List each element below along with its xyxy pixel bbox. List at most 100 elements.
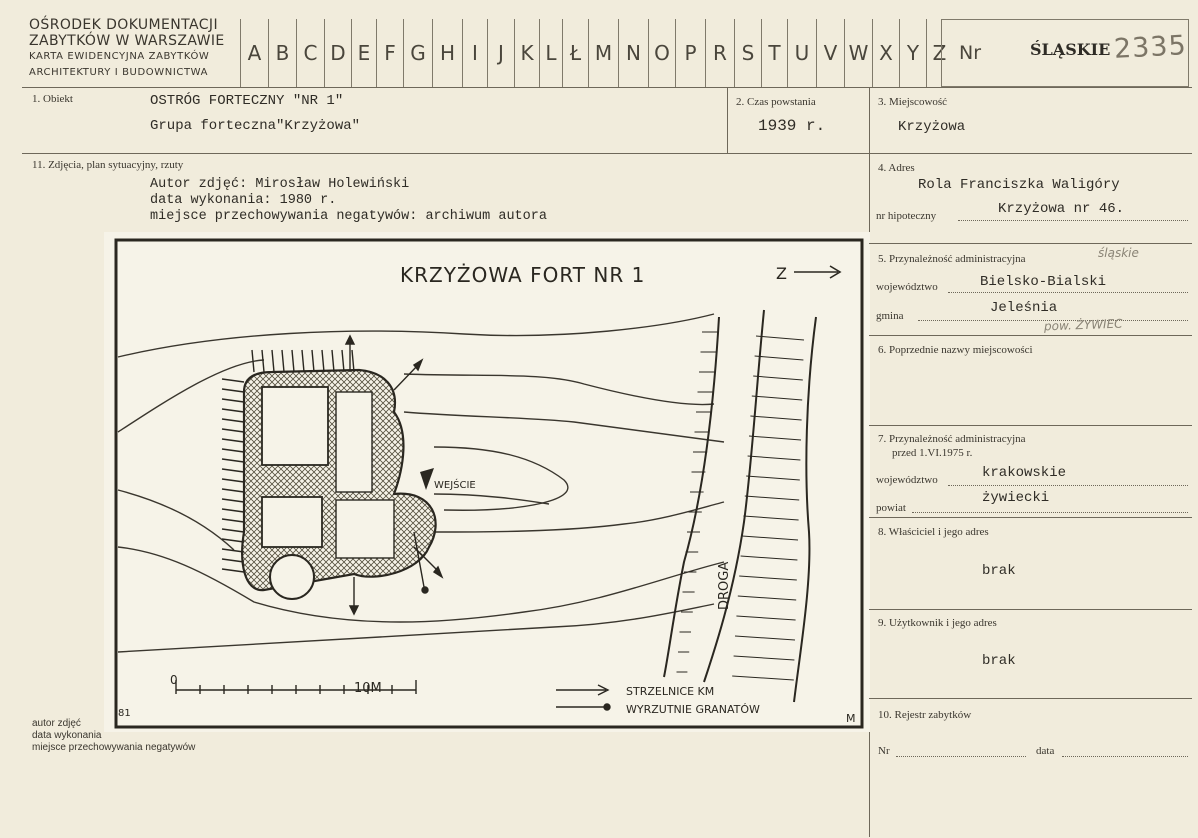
scale-bar <box>175 680 417 694</box>
index-letter: D <box>324 19 351 87</box>
powiat-value: żywiecki <box>982 490 1050 506</box>
czas-value: 1939 r. <box>758 117 826 135</box>
index-letter: H <box>432 19 462 87</box>
entrance-marker <box>420 468 434 490</box>
card-number: 2335 <box>1113 30 1188 65</box>
index-letter: Ł <box>562 19 588 87</box>
institution-line-2: ZABYTKÓW W WARSZAWIE <box>29 33 225 49</box>
adres-label: 4. Adres <box>878 162 915 174</box>
entrance-label: WEJŚCIE <box>434 478 476 491</box>
index-letter: G <box>403 19 432 87</box>
index-letter: P <box>675 19 705 87</box>
scale-label: 10M <box>354 681 382 696</box>
index-letter: C <box>296 19 324 87</box>
miejscowosc-value: Krzyżowa <box>898 119 966 135</box>
index-letter: B <box>268 19 296 87</box>
adres-line2: Krzyżowa nr 46. <box>998 201 1125 217</box>
fort-plan-svg: WEJŚCIE KRZYŻOWA FORT NR 1 Z DROGA 0 10M <box>104 232 870 732</box>
gmina-value: Jeleśnia <box>990 300 1058 316</box>
przed1975-date: przed 1.VI.1975 r. <box>892 447 973 459</box>
powiat-label: powiat <box>876 502 906 514</box>
nr-box: Nr ŚLĄSKIE 2335 <box>941 19 1189 87</box>
section11-label: 11. Zdjęcia, plan sytuacyjny, rzuty <box>32 159 184 171</box>
fort-spikes <box>221 349 355 573</box>
fort-plan: WEJŚCIE KRZYŻOWA FORT NR 1 Z DROGA 0 10M <box>104 232 870 732</box>
index-letter: N <box>618 19 648 87</box>
obiekt-label: 1. Obiekt <box>32 93 73 105</box>
czas-label: 2. Czas powstania <box>736 96 816 108</box>
legend-firing-ports: STRZELNICE KM <box>626 685 714 698</box>
przed1975-woj-value: krakowskie <box>982 465 1067 481</box>
handwritten-slaskie: śląskie <box>1098 246 1139 260</box>
institution-line-4: ARCHITEKTURY I BUDOWNICTWA <box>29 67 209 78</box>
index-letter: S <box>734 19 761 87</box>
institution-line-3: KARTA EWIDENCYJNA ZABYTKÓW <box>29 51 210 62</box>
plan-title: KRZYŻOWA FORT NR 1 <box>400 263 645 287</box>
index-letter: K <box>514 19 539 87</box>
przed1975-woj-label: województwo <box>876 474 938 486</box>
firing-arrows <box>344 334 444 616</box>
wojewodztwo-label: województwo <box>876 281 938 293</box>
index-letter: T <box>761 19 787 87</box>
index-letter: E <box>351 19 376 87</box>
photo-date: data wykonania: 1980 r. <box>150 193 337 208</box>
nr-label: Nr <box>959 42 982 64</box>
poprzednie-label: 6. Poprzednie nazwy miejscowości <box>878 344 1033 356</box>
index-letter: A <box>240 19 268 87</box>
index-letter: Z <box>926 19 952 87</box>
index-letter: X <box>872 19 899 87</box>
north-symbol: Z <box>776 264 787 283</box>
legend-symbols <box>556 684 611 711</box>
index-letter: Y <box>899 19 926 87</box>
footer-photo-date: data wykonania <box>32 730 102 741</box>
institution-line-1: OŚRODEK DOKUMENTACJI <box>29 17 218 33</box>
index-letter: V <box>816 19 844 87</box>
scale-zero: 0 <box>170 673 178 687</box>
przynaleznosc-label: 5. Przynależność administracyjna <box>878 253 1026 265</box>
index-letter: U <box>787 19 816 87</box>
index-letter: I <box>462 19 487 87</box>
przed1975-label: 7. Przynależność administracyjna <box>878 433 1026 445</box>
wlasciciel-value: brak <box>982 563 1016 579</box>
rejestr-nr-label: Nr <box>878 745 890 757</box>
wojewodztwo-value: Bielsko-Bialski <box>980 274 1107 290</box>
adres-line1: Rola Franciszka Waligóry <box>918 177 1120 193</box>
road-hatching <box>676 331 805 681</box>
index-letter: M <box>588 19 618 87</box>
rejestr-label: 10. Rejestr zabytków <box>878 709 972 721</box>
uzytkownik-label: 9. Użytkownik i jego adres <box>878 617 997 629</box>
plan-frame <box>114 238 864 729</box>
road <box>663 309 817 703</box>
contour-lines <box>117 313 725 653</box>
index-letter: J <box>487 19 514 87</box>
region-label: ŚLĄSKIE <box>1030 40 1111 59</box>
institution-block: OŚRODEK DOKUMENTACJI ZABYTKÓW W WARSZAWI… <box>29 17 225 81</box>
corner-mark-right: M <box>846 712 856 725</box>
footer-photo-author: autor zdjęć <box>32 718 81 729</box>
corner-mark-left: 81 <box>118 708 131 719</box>
fort-structure <box>241 368 437 600</box>
rejestr-data-label: data <box>1036 745 1055 757</box>
index-letter: F <box>376 19 403 87</box>
index-letter: W <box>844 19 872 87</box>
plan-background <box>104 232 870 732</box>
wlasciciel-label: 8. Właściciel i jego adres <box>878 526 989 538</box>
obiekt-group: Grupa forteczna"Krzyżowa" <box>150 118 361 134</box>
north-arrow <box>794 265 842 279</box>
hipoteczny-label: nr hipoteczny <box>876 210 937 222</box>
road-label: DROGA <box>717 562 732 610</box>
photo-author: Autor zdjęć: Mirosław Holewiński <box>150 177 410 192</box>
gmina-label: gmina <box>876 310 904 322</box>
obiekt-name: OSTRÓG FORTECZNY "NR 1" <box>150 93 344 109</box>
footer-negatives: miejsce przechowywania negatywów <box>32 742 196 753</box>
index-letter: L <box>539 19 562 87</box>
miejscowosc-label: 3. Miejscowość <box>878 96 948 108</box>
negatives-location: miejsce przechowywania negatywów: archiw… <box>150 209 547 224</box>
index-letter: O <box>648 19 675 87</box>
handwritten-powiat: pow. ŻYWIEC <box>1043 316 1123 334</box>
index-letter: R <box>705 19 734 87</box>
uzytkownik-value: brak <box>982 653 1016 669</box>
legend-grenade-launchers: WYRZUTNIE GRANATÓW <box>626 703 760 716</box>
